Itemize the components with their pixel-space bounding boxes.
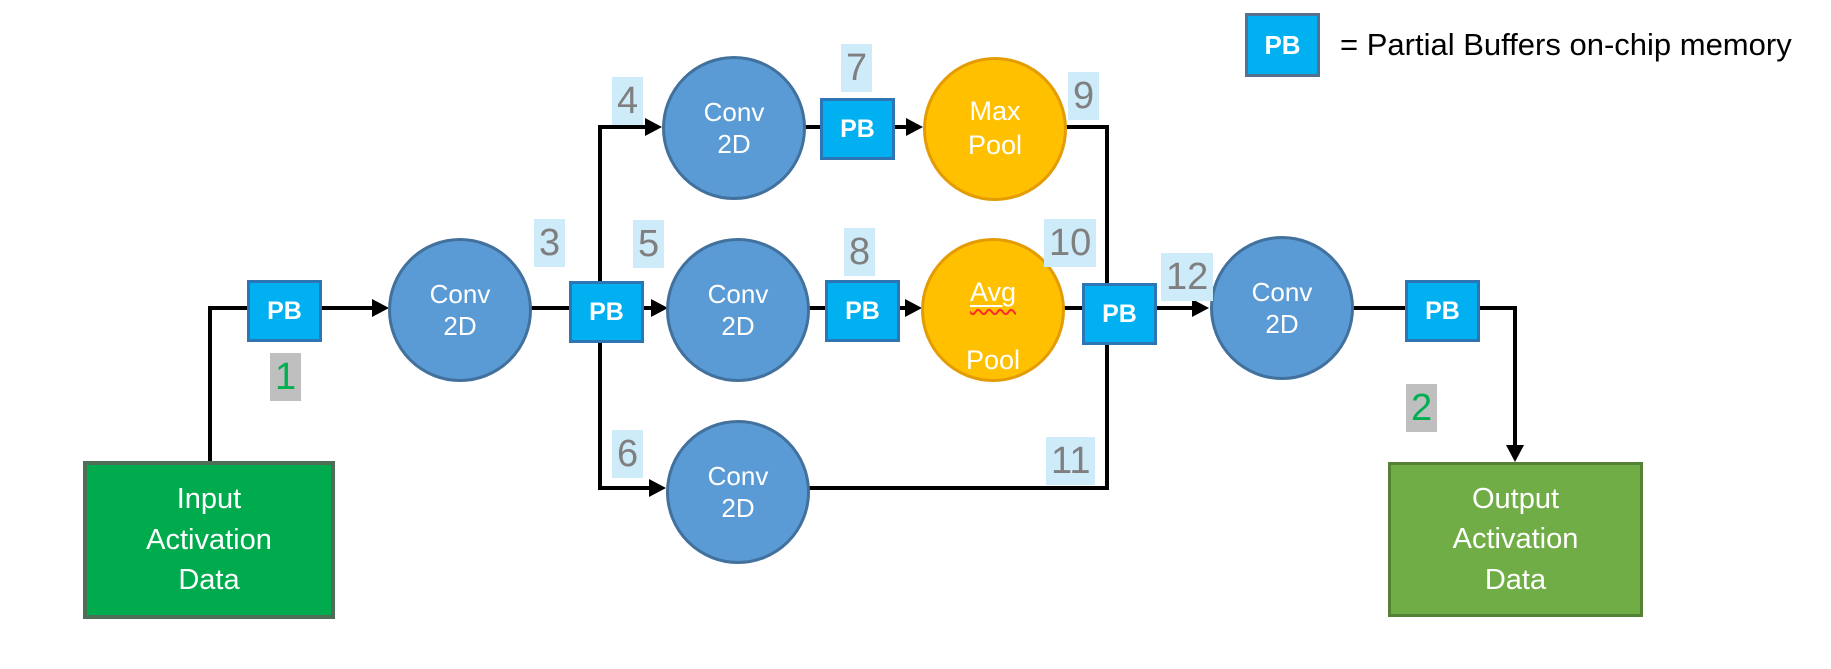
input-activation-data-box: Input Activation Data <box>83 461 335 619</box>
step-badge-1: 1 <box>270 353 302 401</box>
edge-line-pb2-convmid <box>644 306 654 310</box>
pb-buffer-4: PB <box>1082 283 1157 345</box>
step-badge-5: 5 <box>633 220 665 268</box>
edge-line-convmid-pbmid <box>808 306 827 310</box>
step-badge-8: 8 <box>844 228 876 276</box>
max-pool-node: Max Pool <box>923 57 1067 201</box>
step-badge-6: 6 <box>612 430 644 478</box>
conv2d-node-top: Conv 2D <box>662 56 806 200</box>
arrowhead-icon <box>651 299 668 317</box>
avg-pool-node: Avg Pool <box>921 238 1065 382</box>
output-activation-data-box: Output Activation Data <box>1388 462 1643 617</box>
arrowhead-icon <box>906 118 923 136</box>
conv2d-node-mid: Conv 2D <box>666 238 810 382</box>
step-badge-4: 4 <box>612 77 644 125</box>
legend-pb-box: PB <box>1245 13 1320 77</box>
pb-buffer-2: PB <box>569 281 644 343</box>
step-badge-9: 9 <box>1068 72 1100 120</box>
conv2d-node-1: Conv 2D <box>388 238 532 382</box>
step-badge-11: 11 <box>1046 437 1096 485</box>
edge-line-avgpool-pb4 <box>1061 306 1084 310</box>
conv2d-node-bottom: Conv 2D <box>666 420 810 564</box>
edge-line-pb1-conv1 <box>322 306 376 310</box>
edge-line-convtop-pbtop <box>802 125 822 129</box>
edge-line-pb4-convfinal <box>1157 306 1197 310</box>
legend-text: = Partial Buffers on-chip memory <box>1340 27 1792 62</box>
pb-buffer-5: PB <box>1405 280 1480 342</box>
arrowhead-icon <box>645 118 662 136</box>
conv2d-node-final: Conv 2D <box>1210 236 1354 380</box>
arrowhead-icon <box>905 299 922 317</box>
edge-line-input-to-pb1 <box>208 306 249 310</box>
edge-line-convfinal-pb5 <box>1350 306 1407 310</box>
edge-line-to-conv-bottom <box>598 486 652 490</box>
edge-line-conv1-pb2 <box>530 306 571 310</box>
arrowhead-icon <box>372 299 389 317</box>
avg-pool-label: Avg Pool <box>966 243 1020 378</box>
edge-line-convbottom-corner <box>806 486 1109 490</box>
step-badge-7: 7 <box>841 44 873 92</box>
edge-line-pbmid-avgpool <box>898 306 910 310</box>
step-badge-2: 2 <box>1406 384 1438 432</box>
pool-word: Pool <box>965 344 1021 375</box>
arrowhead-icon <box>1192 299 1209 317</box>
arrowhead-icon <box>649 479 666 497</box>
avg-word: Avg <box>969 277 1017 308</box>
edge-line-input-riser <box>208 308 212 463</box>
step-badge-12: 12 <box>1161 253 1214 301</box>
step-badge-10: 10 <box>1044 219 1097 267</box>
edge-line-pb5-corner <box>1478 306 1517 310</box>
edge-line-pbtop-maxpool <box>893 125 909 129</box>
pb-buffer-1: PB <box>247 280 322 342</box>
edge-line-down-to-output <box>1513 306 1517 448</box>
pb-buffer-mid: PB <box>825 280 900 342</box>
edge-line-maxpool-corner <box>1063 125 1109 129</box>
pb-buffer-top: PB <box>820 98 895 160</box>
step-badge-3: 3 <box>534 219 566 267</box>
arrowhead-icon <box>1506 445 1524 462</box>
edge-line-to-conv-top <box>598 125 648 129</box>
avg-word-squiggle: Avg <box>970 277 1016 307</box>
